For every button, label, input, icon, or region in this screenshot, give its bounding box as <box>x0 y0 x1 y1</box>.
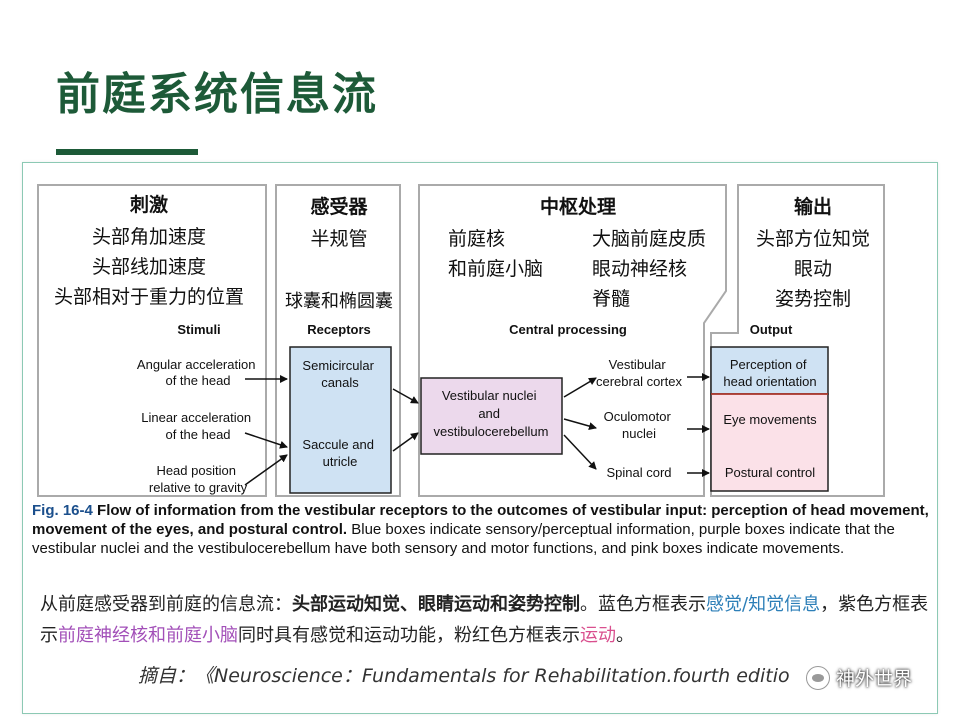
chinese-note: 从前庭感受器到前庭的信息流：头部运动知觉、眼睛运动和姿势控制。蓝色方框表示感觉/… <box>40 589 940 651</box>
note-text: ，紫色方框表示 <box>40 594 929 646</box>
output-label: Perception of head orientation <box>723 357 816 389</box>
flow-arrow <box>392 432 419 452</box>
central-target-label: Spinal cord <box>606 465 671 480</box>
central-cn-item-left: 前庭核 <box>448 228 505 250</box>
output-box-perception <box>710 346 829 395</box>
figure-label: Fig. 16-4 <box>32 502 93 519</box>
central-target-label: Oculomotor nuclei <box>604 409 675 441</box>
receptors-cn-title: 感受器 <box>310 195 368 218</box>
output-cn-item: 眼动 <box>794 258 832 280</box>
central-box-label: Vestibular nuclei and vestibulocerebellu… <box>434 388 549 439</box>
note-purple-highlight: 前庭神经核和前庭小脑 <box>58 625 238 646</box>
receptors-cn-item: 球囊和椭圆囊 <box>285 291 393 312</box>
caption-body-text: Blue boxes indicate sensory/perceptual i… <box>32 521 895 557</box>
receptor-label: Semicircular canals <box>302 358 377 390</box>
note-text: 从前庭感受器到前庭的信息流： <box>40 594 292 615</box>
figure-card: 刺激 头部角加速度 头部线加速度 头部相对于重力的位置 感受器 半规管 球囊和椭… <box>22 162 938 714</box>
stimuli-column-frame <box>37 184 267 497</box>
receptors-box <box>289 346 392 494</box>
stimuli-cn-item: 头部相对于重力的位置 <box>54 286 244 308</box>
flow-arrow <box>244 454 288 486</box>
stimuli-cn-item: 头部线加速度 <box>92 256 206 278</box>
watermark: 神外世界 <box>806 664 912 691</box>
output-label: Eye movements <box>723 412 817 427</box>
wechat-icon <box>806 665 830 690</box>
central-column-frame <box>418 184 727 497</box>
figure-caption: Fig. 16-4 Flow of information from the v… <box>32 501 932 558</box>
note-text: 。蓝色方框表示 <box>580 594 706 615</box>
watermark-text: 神外世界 <box>836 668 913 690</box>
caption-bold-text: Flow of information from the vestibular … <box>32 502 929 538</box>
note-pink-highlight: 运动 <box>580 625 616 646</box>
flow-arrow <box>563 434 597 470</box>
flow-arrow <box>244 432 288 449</box>
central-cn-item-right: 大脑前庭皮质 <box>592 228 706 250</box>
output-en-title: Output <box>750 322 793 337</box>
receptors-column-frame <box>275 184 401 497</box>
central-cn-item-left: 和前庭小脑 <box>448 258 543 280</box>
vestibular-flow-diagram: 刺激 头部角加速度 头部线加速度 头部相对于重力的位置 感受器 半规管 球囊和椭… <box>37 184 885 497</box>
output-cn-title: 输出 <box>794 195 832 218</box>
flow-arrow <box>563 377 597 398</box>
receptors-cn-item: 半规管 <box>310 228 367 250</box>
stimulus-label: Angular acceleration of the head <box>137 357 259 388</box>
source-citation: 摘自：《Neuroscience：Fundamentals for Rehabi… <box>138 665 790 687</box>
flow-arrow <box>392 388 419 404</box>
note-emphasis: 头部运动知觉、眼睛运动和姿势控制 <box>292 594 580 615</box>
output-column-frame <box>710 184 885 497</box>
central-target-label: Vestibular cerebral cortex <box>596 357 682 389</box>
stimulus-label: Linear acceleration of the head <box>141 410 254 442</box>
receptors-en-title: Receptors <box>307 322 371 337</box>
central-cn-item-right: 脊髓 <box>592 288 630 310</box>
title-underline <box>56 149 198 155</box>
flow-arrow <box>563 418 597 430</box>
output-cn-item: 头部方位知觉 <box>756 228 870 250</box>
output-label: Postural control <box>725 465 815 480</box>
stimuli-cn-title: 刺激 <box>130 193 168 216</box>
note-blue-highlight: 感觉/知觉信息 <box>706 594 821 615</box>
output-box-movements <box>710 393 829 492</box>
vestibular-nuclei-box <box>420 377 563 455</box>
receptor-label: Saccule and utricle <box>302 437 377 469</box>
central-cn-item-right: 眼动神经核 <box>592 258 687 280</box>
central-cn-title: 中枢处理 <box>540 195 616 218</box>
note-text: 。 <box>616 625 634 646</box>
stimuli-en-title: Stimuli <box>177 322 220 337</box>
note-text: 同时具有感觉和运动功能，粉红色方框表示 <box>238 625 580 646</box>
stimulus-label: Head position relative to gravity <box>149 463 248 495</box>
slide-title: 前庭系统信息流 <box>56 69 378 120</box>
stimuli-cn-item: 头部角加速度 <box>92 226 206 248</box>
output-cn-item: 姿势控制 <box>775 288 851 310</box>
central-en-title: Central processing <box>509 322 627 337</box>
